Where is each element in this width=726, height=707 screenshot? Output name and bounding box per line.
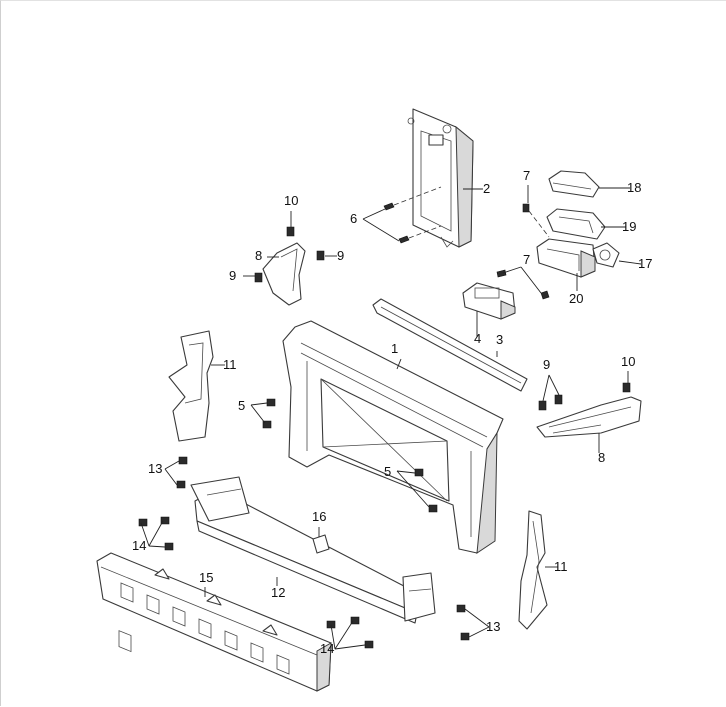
bolt-13d bbox=[460, 632, 470, 641]
energy-absorber-15 bbox=[96, 552, 332, 692]
leader-lines bbox=[140, 185, 642, 650]
bolt-5d bbox=[428, 504, 438, 513]
callout-c19: 19 bbox=[622, 219, 636, 234]
callout-c20: 20 bbox=[569, 291, 583, 306]
bolt-10b bbox=[622, 382, 631, 393]
bolt-14c bbox=[164, 542, 174, 551]
bolt-5c bbox=[414, 468, 424, 477]
air-duct-left-11 bbox=[168, 330, 214, 442]
callout-c1: 1 bbox=[391, 341, 398, 356]
bolt-6a bbox=[383, 202, 395, 211]
air-guide-plate bbox=[407, 108, 474, 248]
bracket-20 bbox=[536, 238, 596, 278]
bolt-14e bbox=[350, 616, 360, 625]
sensor-17 bbox=[592, 242, 620, 268]
callout-c4: 4 bbox=[474, 331, 481, 346]
callout-c3: 3 bbox=[496, 332, 503, 347]
bolt-5a bbox=[266, 398, 276, 407]
callout-labels: 1234556778899910101111121313141415161718… bbox=[132, 168, 652, 656]
bumper-carrier-12 bbox=[190, 476, 436, 624]
bolt-9a bbox=[254, 272, 263, 283]
bolt-14d bbox=[326, 620, 336, 629]
callout-c11a: 11 bbox=[223, 357, 237, 372]
callout-c16: 16 bbox=[312, 509, 326, 524]
cover-18 bbox=[548, 170, 600, 198]
callout-c14b: 14 bbox=[320, 641, 334, 656]
callout-c11b: 11 bbox=[554, 559, 568, 574]
bolt-6b bbox=[398, 235, 410, 244]
air-guide-left-8 bbox=[262, 242, 306, 306]
callout-c10b: 10 bbox=[621, 354, 635, 369]
callout-c6: 6 bbox=[350, 211, 357, 226]
air-duct-right-11 bbox=[518, 510, 548, 630]
callout-c14a: 14 bbox=[132, 538, 146, 553]
bolt-10a bbox=[286, 226, 295, 237]
callout-c7a: 7 bbox=[523, 168, 530, 183]
callout-c18: 18 bbox=[627, 180, 641, 195]
bolt-14f bbox=[364, 640, 374, 649]
callout-c10a: 10 bbox=[284, 193, 298, 208]
callout-c15: 15 bbox=[199, 570, 213, 585]
air-guide-right-8 bbox=[536, 396, 642, 438]
callout-c8a: 8 bbox=[255, 248, 262, 263]
bolt-7c bbox=[540, 290, 550, 300]
clip-16 bbox=[312, 534, 330, 554]
bolt-13a bbox=[178, 456, 188, 465]
housing-19 bbox=[546, 208, 606, 240]
bolt-7a bbox=[522, 203, 530, 213]
callout-c9c: 9 bbox=[543, 357, 550, 372]
bolt-13b bbox=[176, 480, 186, 489]
callout-c17: 17 bbox=[638, 256, 652, 271]
callout-c8b: 8 bbox=[598, 450, 605, 465]
callout-c12: 12 bbox=[271, 585, 285, 600]
bolt-14a bbox=[138, 518, 148, 527]
callout-c13a: 13 bbox=[148, 461, 162, 476]
callout-c5b: 5 bbox=[384, 464, 391, 479]
callout-c13b: 13 bbox=[486, 619, 500, 634]
callout-c2: 2 bbox=[483, 181, 490, 196]
callout-c9a: 9 bbox=[229, 268, 236, 283]
callout-c7b: 7 bbox=[523, 252, 530, 267]
bolt-14b bbox=[160, 516, 170, 525]
sealing-strip-3 bbox=[372, 298, 528, 392]
bracket-4 bbox=[462, 282, 516, 320]
bolt-9d bbox=[554, 394, 563, 405]
bolt-9b bbox=[316, 250, 325, 261]
bolt-9c bbox=[538, 400, 547, 411]
callout-c9b: 9 bbox=[337, 248, 344, 263]
callout-c5a: 5 bbox=[238, 398, 245, 413]
bolt-13c bbox=[456, 604, 466, 613]
bolt-7b bbox=[496, 269, 507, 278]
